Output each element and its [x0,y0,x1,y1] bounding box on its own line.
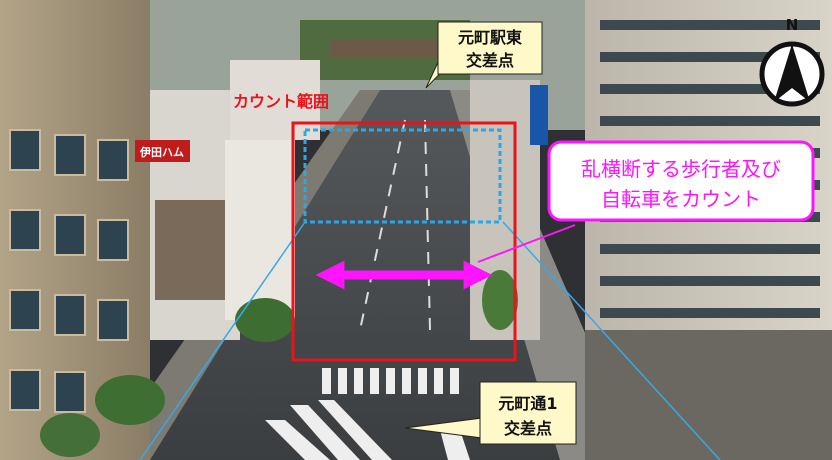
count-range-label: カウント範囲 [233,92,329,111]
tree [235,298,295,342]
jaywalk-note-line2: 自転車をカウント [601,187,761,211]
crosswalk-upper [322,368,459,394]
station-east-line2: 交差点 [466,51,514,70]
building-left-windows [9,129,129,413]
vertical-sign [530,85,548,145]
motomachi-line1: 元町通1 [498,394,557,413]
compass-north-label: N [786,16,799,34]
building-mid-left-lower [155,200,235,300]
motomachi-line2: 交差点 [504,419,552,438]
building-right-base [585,330,832,460]
station-east-line1: 元町駅東 [458,28,522,47]
tree [95,375,165,425]
lane-mark [359,119,406,331]
callout-station-east [425,21,543,89]
sightline-right [502,221,721,460]
inner-count-area [303,128,502,224]
rail-bridge [330,40,450,58]
jaywalk-note-box [547,140,815,222]
tree [40,413,100,457]
building-tower [230,60,320,140]
compass-icon [759,41,825,107]
crosswalk-lower [265,400,470,460]
building-white [225,140,295,320]
sightline-left [139,221,306,460]
count-range-box [291,121,517,362]
jaywalk-note-line1: 乱横断する歩行者及び [581,157,781,181]
storefront-sign [135,140,190,162]
tree [482,270,518,330]
storefront-sign-text: 伊田ハム [139,145,184,159]
callout-motomachi-dori [404,381,577,445]
note-pointer [477,224,576,263]
